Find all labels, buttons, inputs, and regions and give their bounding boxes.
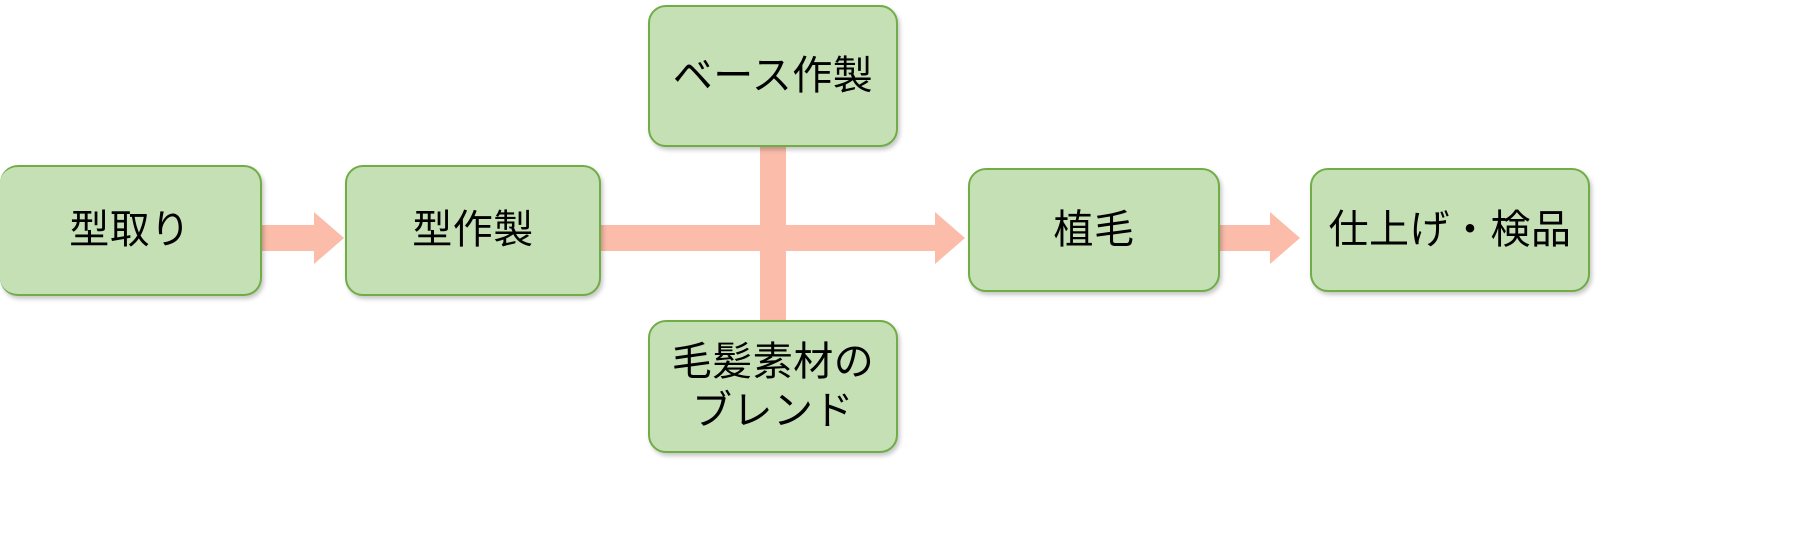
- process-node-shokumou[interactable]: 植毛: [968, 168, 1220, 292]
- arrowhead-into-shiage: [1270, 212, 1300, 264]
- connector-katadori-to-katasakusei-shaft: [258, 225, 316, 251]
- process-node-katadori-label: 型取り: [69, 207, 191, 254]
- connector-shokumou-to-shiage-shaft: [1216, 225, 1272, 251]
- process-node-shokumou-label: 植毛: [1053, 206, 1135, 253]
- process-node-katasakusei-label: 型作製: [412, 207, 534, 254]
- process-node-shiage-kenpin-label: 仕上げ・検品: [1328, 206, 1572, 253]
- process-node-hair-material-blend-label: 毛髪素材の ブレンド: [671, 338, 875, 434]
- process-node-shiage-kenpin[interactable]: 仕上げ・検品: [1310, 168, 1590, 292]
- arrowhead-into-shokumou: [935, 212, 965, 264]
- process-node-katasakusei[interactable]: 型作製: [345, 165, 601, 296]
- connector-base-to-main-line: [760, 143, 786, 235]
- process-node-base-sakusei[interactable]: ベース作製: [648, 5, 898, 147]
- arrowhead-into-katasakusei: [314, 212, 344, 264]
- process-node-katadori[interactable]: 型取り: [0, 165, 262, 296]
- connector-blend-to-main-line: [760, 241, 786, 325]
- process-node-hair-material-blend[interactable]: 毛髪素材の ブレンド: [648, 320, 898, 453]
- process-node-base-sakusei-label: ベース作製: [672, 52, 874, 99]
